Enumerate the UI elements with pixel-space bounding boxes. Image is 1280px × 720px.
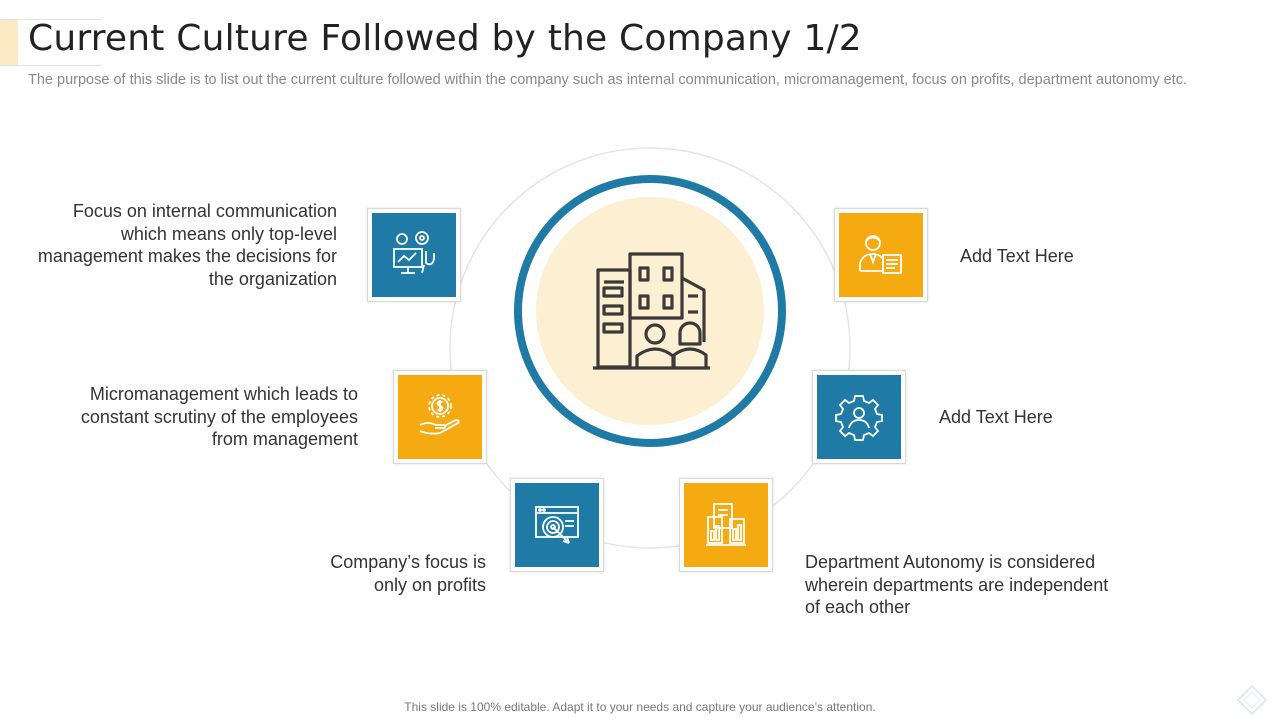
internal-communication-text: Focus on internal communication which me… — [37, 201, 337, 289]
target-web-box — [510, 478, 604, 572]
department-autonomy-text: Department Autonomy is considered wherei… — [805, 552, 1109, 617]
title-accent-bar — [0, 20, 18, 65]
footer-note: This slide is 100% editable. Adapt it to… — [404, 700, 876, 714]
businessman-document-icon — [859, 235, 902, 274]
title-accent-line-bottom — [0, 65, 102, 66]
connector-ring — [449, 147, 851, 549]
diamond-logo-icon — [1236, 684, 1268, 716]
money-in-hand-box — [393, 370, 487, 464]
money-in-hand-box-fill — [398, 375, 482, 459]
gear-person-box-fill — [817, 375, 901, 459]
micromanagement-text: Micromanagement which leads to constant … — [80, 384, 358, 449]
target-web-icon — [535, 506, 579, 544]
documents-chart-box-fill — [684, 483, 768, 567]
documents-chart-icon — [706, 503, 746, 546]
title-accent-line-top — [0, 19, 102, 20]
page-subtitle: The purpose of this slide is to list out… — [28, 72, 1187, 88]
target-web-box-fill — [515, 483, 599, 567]
add-text-top-right: Add Text Here — [960, 246, 1074, 266]
team-presentation-icon — [393, 231, 435, 274]
center-circle-fill — [536, 197, 764, 425]
gear-person-box — [812, 370, 906, 464]
profits-focus-text: Company’s focus is only on profits — [330, 552, 486, 595]
team-presentation-box-fill — [372, 213, 456, 297]
team-presentation-box — [367, 208, 461, 302]
businessman-document-box-fill — [839, 213, 923, 297]
gear-person-icon — [835, 395, 883, 441]
add-text-mid-right: Add Text Here — [939, 407, 1053, 427]
page-title: Current Culture Followed by the Company … — [28, 18, 862, 59]
office-building-with-people-icon — [593, 252, 710, 370]
businessman-document-box — [834, 208, 928, 302]
documents-chart-box — [679, 478, 773, 572]
money-in-hand-icon — [419, 394, 460, 435]
